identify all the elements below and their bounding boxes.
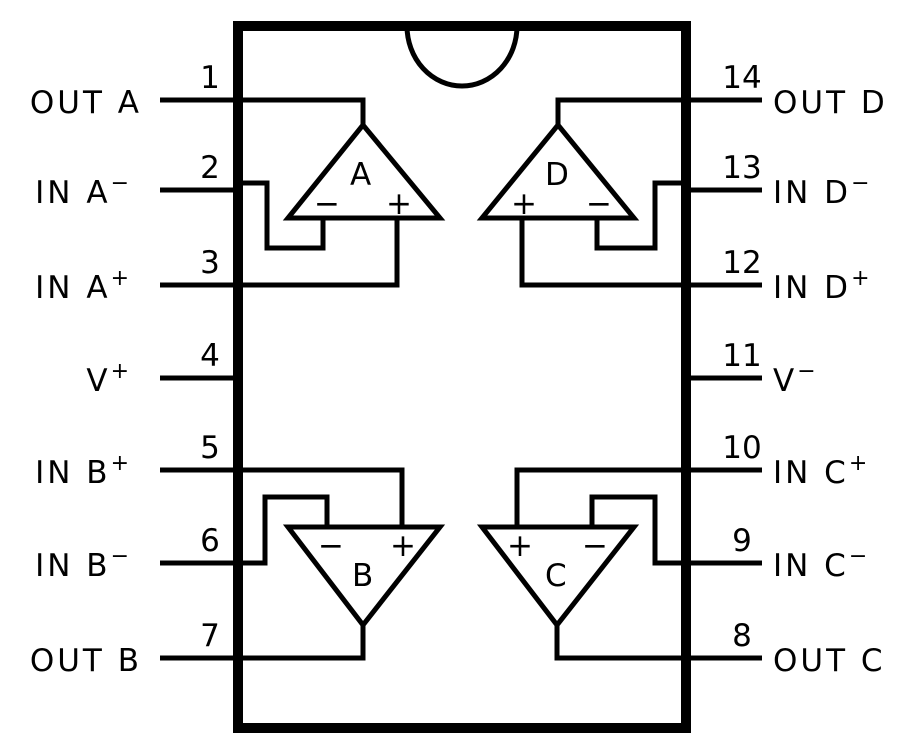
pin-label-text: IN C bbox=[773, 455, 849, 491]
pin-5: 5 IN B+ bbox=[35, 430, 238, 491]
pin-label-sup: − bbox=[797, 359, 818, 384]
pin-2: 2 IN A− bbox=[35, 150, 238, 211]
pin-number: 4 bbox=[200, 338, 220, 374]
amp-a-plus: + bbox=[386, 186, 412, 222]
pin-label-sup: − bbox=[111, 544, 132, 569]
pin-label-text: OUT A bbox=[30, 85, 142, 121]
amp-d-plus: + bbox=[511, 186, 537, 222]
pin-label: IN A+ bbox=[35, 266, 132, 306]
pin-label-text: V bbox=[773, 363, 797, 399]
pin-label-text: OUT D bbox=[773, 85, 888, 121]
pin-label-text: IN D bbox=[773, 270, 851, 306]
pin-label-sup: + bbox=[849, 451, 870, 476]
pin-label-text: OUT B bbox=[30, 643, 142, 679]
pin-13: 13 IN D− bbox=[686, 150, 873, 211]
pin-label-sup: − bbox=[849, 544, 870, 569]
pin-number: 14 bbox=[722, 60, 761, 96]
pin-number: 13 bbox=[722, 150, 761, 186]
pin-label-sup: + bbox=[111, 359, 132, 384]
pin-label-text: V bbox=[86, 363, 110, 399]
pin-number: 9 bbox=[732, 523, 752, 559]
pin-label-sup: − bbox=[851, 171, 872, 196]
pin-label: V+ bbox=[86, 359, 132, 399]
pin-10: 10 IN C+ bbox=[686, 430, 870, 491]
pin-label: IN C+ bbox=[773, 451, 870, 491]
amp-c-plus: + bbox=[507, 528, 533, 564]
pin-number: 11 bbox=[722, 338, 761, 374]
amp-a-minus: − bbox=[314, 186, 340, 222]
pin-label: OUT B bbox=[30, 643, 142, 679]
amp-d-label: D bbox=[545, 157, 569, 193]
pin-number: 7 bbox=[200, 618, 220, 654]
pin-number: 5 bbox=[200, 430, 220, 466]
opamp-b: B − + bbox=[235, 467, 446, 661]
amp-b-label: B bbox=[352, 558, 373, 594]
pin-11: 11V− bbox=[686, 338, 819, 399]
amp-d-minus: − bbox=[586, 186, 612, 222]
amp-a-label: A bbox=[350, 157, 371, 193]
pin-label: IN A− bbox=[35, 171, 132, 211]
amp-b-plus: + bbox=[390, 528, 416, 564]
pin-9: 9 IN C− bbox=[686, 523, 870, 584]
pin-label-text: IN A bbox=[35, 270, 110, 306]
pin-label-sup: + bbox=[111, 266, 132, 291]
pin-4: 4V+ bbox=[86, 338, 238, 399]
pin-label: OUT C bbox=[773, 643, 886, 679]
pin-number: 2 bbox=[200, 150, 220, 186]
pin-number: 6 bbox=[200, 523, 220, 559]
pin-label: IN D+ bbox=[773, 266, 873, 306]
chip-body bbox=[233, 21, 691, 733]
pin-label-text: IN A bbox=[35, 175, 110, 211]
amp-c-minus: − bbox=[582, 528, 608, 564]
pin-label: IN B− bbox=[35, 544, 132, 584]
pin-label: IN C− bbox=[773, 544, 870, 584]
pin-label-sup: − bbox=[111, 171, 132, 196]
opamp-c: C − + bbox=[476, 467, 689, 661]
pin-number: 10 bbox=[722, 430, 761, 466]
pin1-notch bbox=[404, 25, 520, 89]
pin-label: V− bbox=[773, 359, 819, 399]
pin-number: 1 bbox=[200, 60, 220, 96]
amp-c-label: C bbox=[545, 558, 567, 594]
pin-label-text: IN B bbox=[35, 548, 110, 584]
pin-label: OUT A bbox=[30, 85, 142, 121]
opamp-a: A − + bbox=[235, 97, 446, 288]
pin-number: 8 bbox=[732, 618, 752, 654]
pin-label-text: OUT C bbox=[773, 643, 886, 679]
amp-b-minus: − bbox=[318, 528, 344, 564]
pin-number: 3 bbox=[200, 245, 220, 281]
pin-number: 12 bbox=[722, 245, 761, 281]
pin-label-text: IN D bbox=[773, 175, 851, 211]
pin-label: IN D− bbox=[773, 171, 873, 211]
pin-label-text: IN B bbox=[35, 455, 110, 491]
pin-label: OUT D bbox=[773, 85, 888, 121]
pin-label-sup: + bbox=[111, 451, 132, 476]
pin-label-sup: + bbox=[851, 266, 872, 291]
opamp-d: D − + bbox=[476, 97, 689, 288]
pin-6: 6 IN B− bbox=[35, 523, 238, 584]
pin-label: IN B+ bbox=[35, 451, 132, 491]
pin-12: 12 IN D+ bbox=[686, 245, 873, 306]
pin-3: 3 IN A+ bbox=[35, 245, 238, 306]
pin-label-text: IN C bbox=[773, 548, 849, 584]
